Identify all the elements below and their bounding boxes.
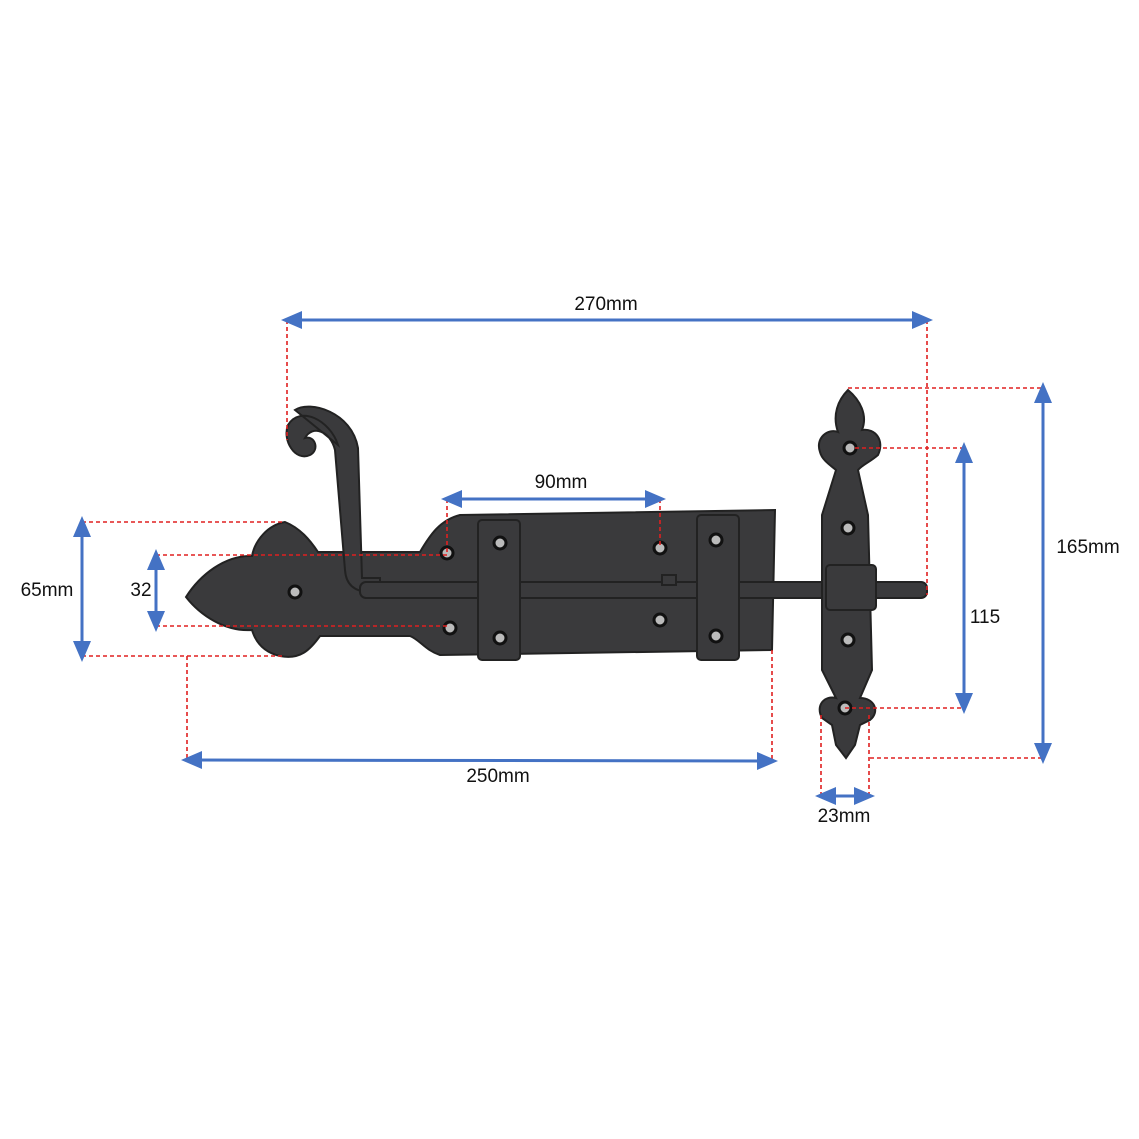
screw-hole (492, 535, 508, 551)
handle (285, 405, 381, 593)
label-keeper-holes: 115 (970, 607, 1000, 628)
screw-hole (492, 630, 508, 646)
bolt-body (184, 405, 928, 661)
label-hole-vertical: 32 (130, 580, 151, 601)
guide-lines (82, 320, 1043, 796)
keeper-staple (825, 564, 877, 611)
screw-hole (840, 520, 856, 536)
dimension-lines (73, 311, 1052, 805)
screw-hole (840, 632, 856, 648)
label-keeper-width: 23mm (818, 806, 871, 827)
keeper (817, 388, 882, 760)
label-hole-spacing: 90mm (535, 472, 588, 493)
screw-hole (842, 440, 858, 456)
screw-hole (708, 628, 724, 644)
screw-hole (652, 612, 668, 628)
label-plate-length: 250mm (466, 766, 529, 787)
staple-left (477, 519, 521, 661)
screw-hole (442, 620, 458, 636)
dim-plate-length (181, 751, 778, 770)
knob (661, 574, 677, 586)
screw-hole (287, 584, 303, 600)
label-overall-length: 270mm (574, 294, 637, 315)
label-plate-height: 65mm (21, 580, 74, 601)
screw-hole (708, 532, 724, 548)
screw-hole (439, 545, 455, 561)
staple-right (696, 514, 740, 661)
label-keeper-height: 165mm (1056, 537, 1119, 558)
